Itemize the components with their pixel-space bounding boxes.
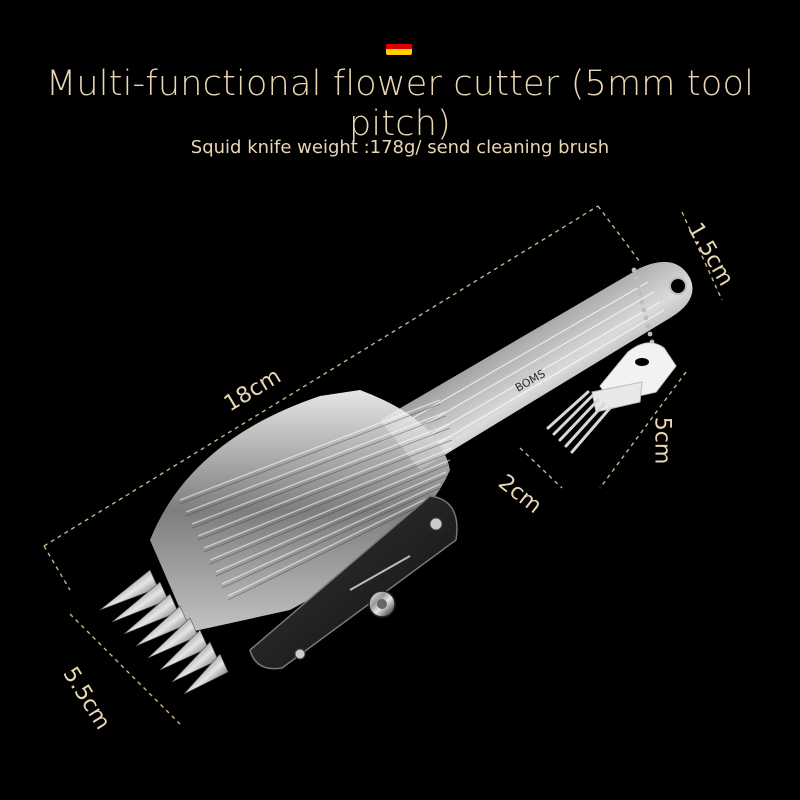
head-width-dimension-line [69,613,181,725]
dimension-lines [43,205,723,725]
blade-stack [150,390,453,632]
page-title: Multi-functional flower cutter (5mm tool… [45,64,755,144]
cleaning-brush-icon [546,342,677,454]
brush-length-dimension-label: 5cm [649,416,675,465]
hanging-hole-icon [669,277,687,295]
brush-length-dimension-line [599,371,687,489]
handle-width-dimension-line [681,211,723,301]
rivet-icon [294,648,306,660]
cutter-handle [380,261,693,470]
page-subtitle: Squid knife weight :178g/ send cleaning … [190,137,610,158]
side-plate [249,495,458,670]
blade-teeth [99,569,229,695]
rivet-icon [429,517,443,531]
brush-width-dimension-line [519,447,563,489]
germany-flag-icon [386,38,412,55]
